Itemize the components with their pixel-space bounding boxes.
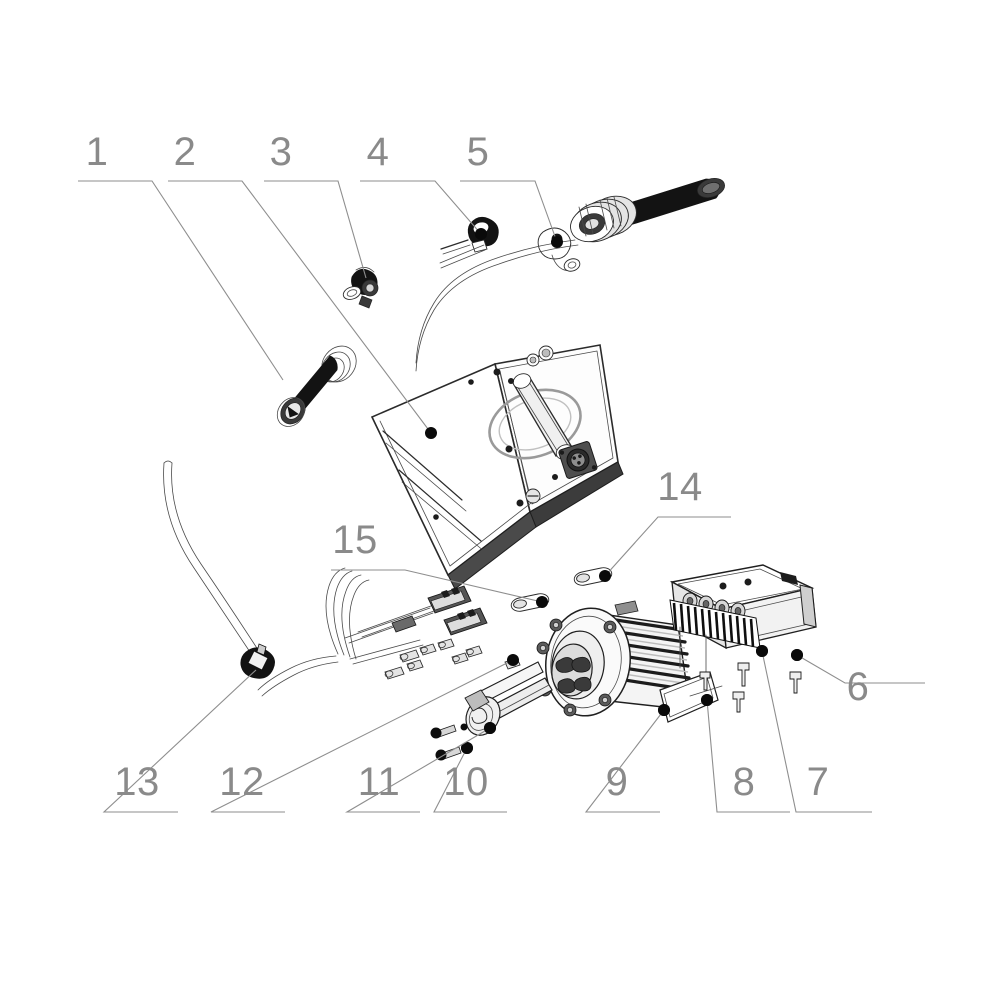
leader-dot-11 xyxy=(484,722,496,734)
leader-dot-8 xyxy=(701,694,713,706)
leader-dot-4 xyxy=(475,228,487,240)
part-throttle-grip-assembly xyxy=(570,178,725,243)
part-battery-box xyxy=(370,344,624,590)
leader-15 xyxy=(331,569,543,603)
leader-4 xyxy=(360,180,482,235)
leader-8 xyxy=(706,699,790,813)
brake-cable-left xyxy=(163,460,265,665)
leader-dot-14 xyxy=(599,570,611,582)
leader-dot-9 xyxy=(658,704,670,716)
callout-3[interactable]: 3 xyxy=(270,130,293,174)
leader-9 xyxy=(584,709,665,813)
part-left-hand-grip xyxy=(276,345,357,427)
leader-3 xyxy=(264,180,367,279)
leader-1 xyxy=(78,180,284,381)
leader-dot-10 xyxy=(461,742,473,754)
callout-4[interactable]: 4 xyxy=(367,130,390,174)
part-brake-lever-clamp xyxy=(342,267,379,309)
callout-9[interactable]: 9 xyxy=(606,760,629,804)
leader-dot-7 xyxy=(756,645,768,657)
leader-dot-6 xyxy=(791,649,803,661)
leader-dot-12 xyxy=(507,654,519,666)
leader-dot-5 xyxy=(551,236,563,248)
leader-14 xyxy=(604,516,731,577)
throttle-cable-run xyxy=(415,239,579,372)
callout-7[interactable]: 7 xyxy=(807,760,830,804)
leader-dot-15 xyxy=(536,596,548,608)
leader-10 xyxy=(433,747,507,813)
leader-5 xyxy=(460,180,558,243)
part-motor-assembly xyxy=(464,600,723,736)
leader-2 xyxy=(168,180,432,434)
callout-1[interactable]: 1 xyxy=(86,130,109,174)
leader-6 xyxy=(796,654,925,684)
artwork-layer xyxy=(163,178,817,761)
leader-7 xyxy=(761,650,872,813)
part-controller-unit xyxy=(669,564,817,661)
leader-11 xyxy=(344,727,491,813)
callout-14[interactable]: 14 xyxy=(657,465,703,509)
callout-8[interactable]: 8 xyxy=(733,760,756,804)
leader-dot-2 xyxy=(425,427,437,439)
callout-5[interactable]: 5 xyxy=(467,130,490,174)
callout-15[interactable]: 15 xyxy=(332,518,378,562)
leader-13 xyxy=(102,669,257,813)
callout-11[interactable]: 11 xyxy=(358,760,401,804)
leader-12 xyxy=(210,659,514,813)
part-cable-connector xyxy=(240,643,275,679)
callout-6[interactable]: 6 xyxy=(847,665,870,709)
callout-13[interactable]: 13 xyxy=(114,760,160,804)
callout-12[interactable]: 12 xyxy=(219,760,265,804)
callout-10[interactable]: 10 xyxy=(443,760,489,804)
part-cable-clamp xyxy=(440,216,499,255)
callout-2[interactable]: 2 xyxy=(174,130,197,174)
